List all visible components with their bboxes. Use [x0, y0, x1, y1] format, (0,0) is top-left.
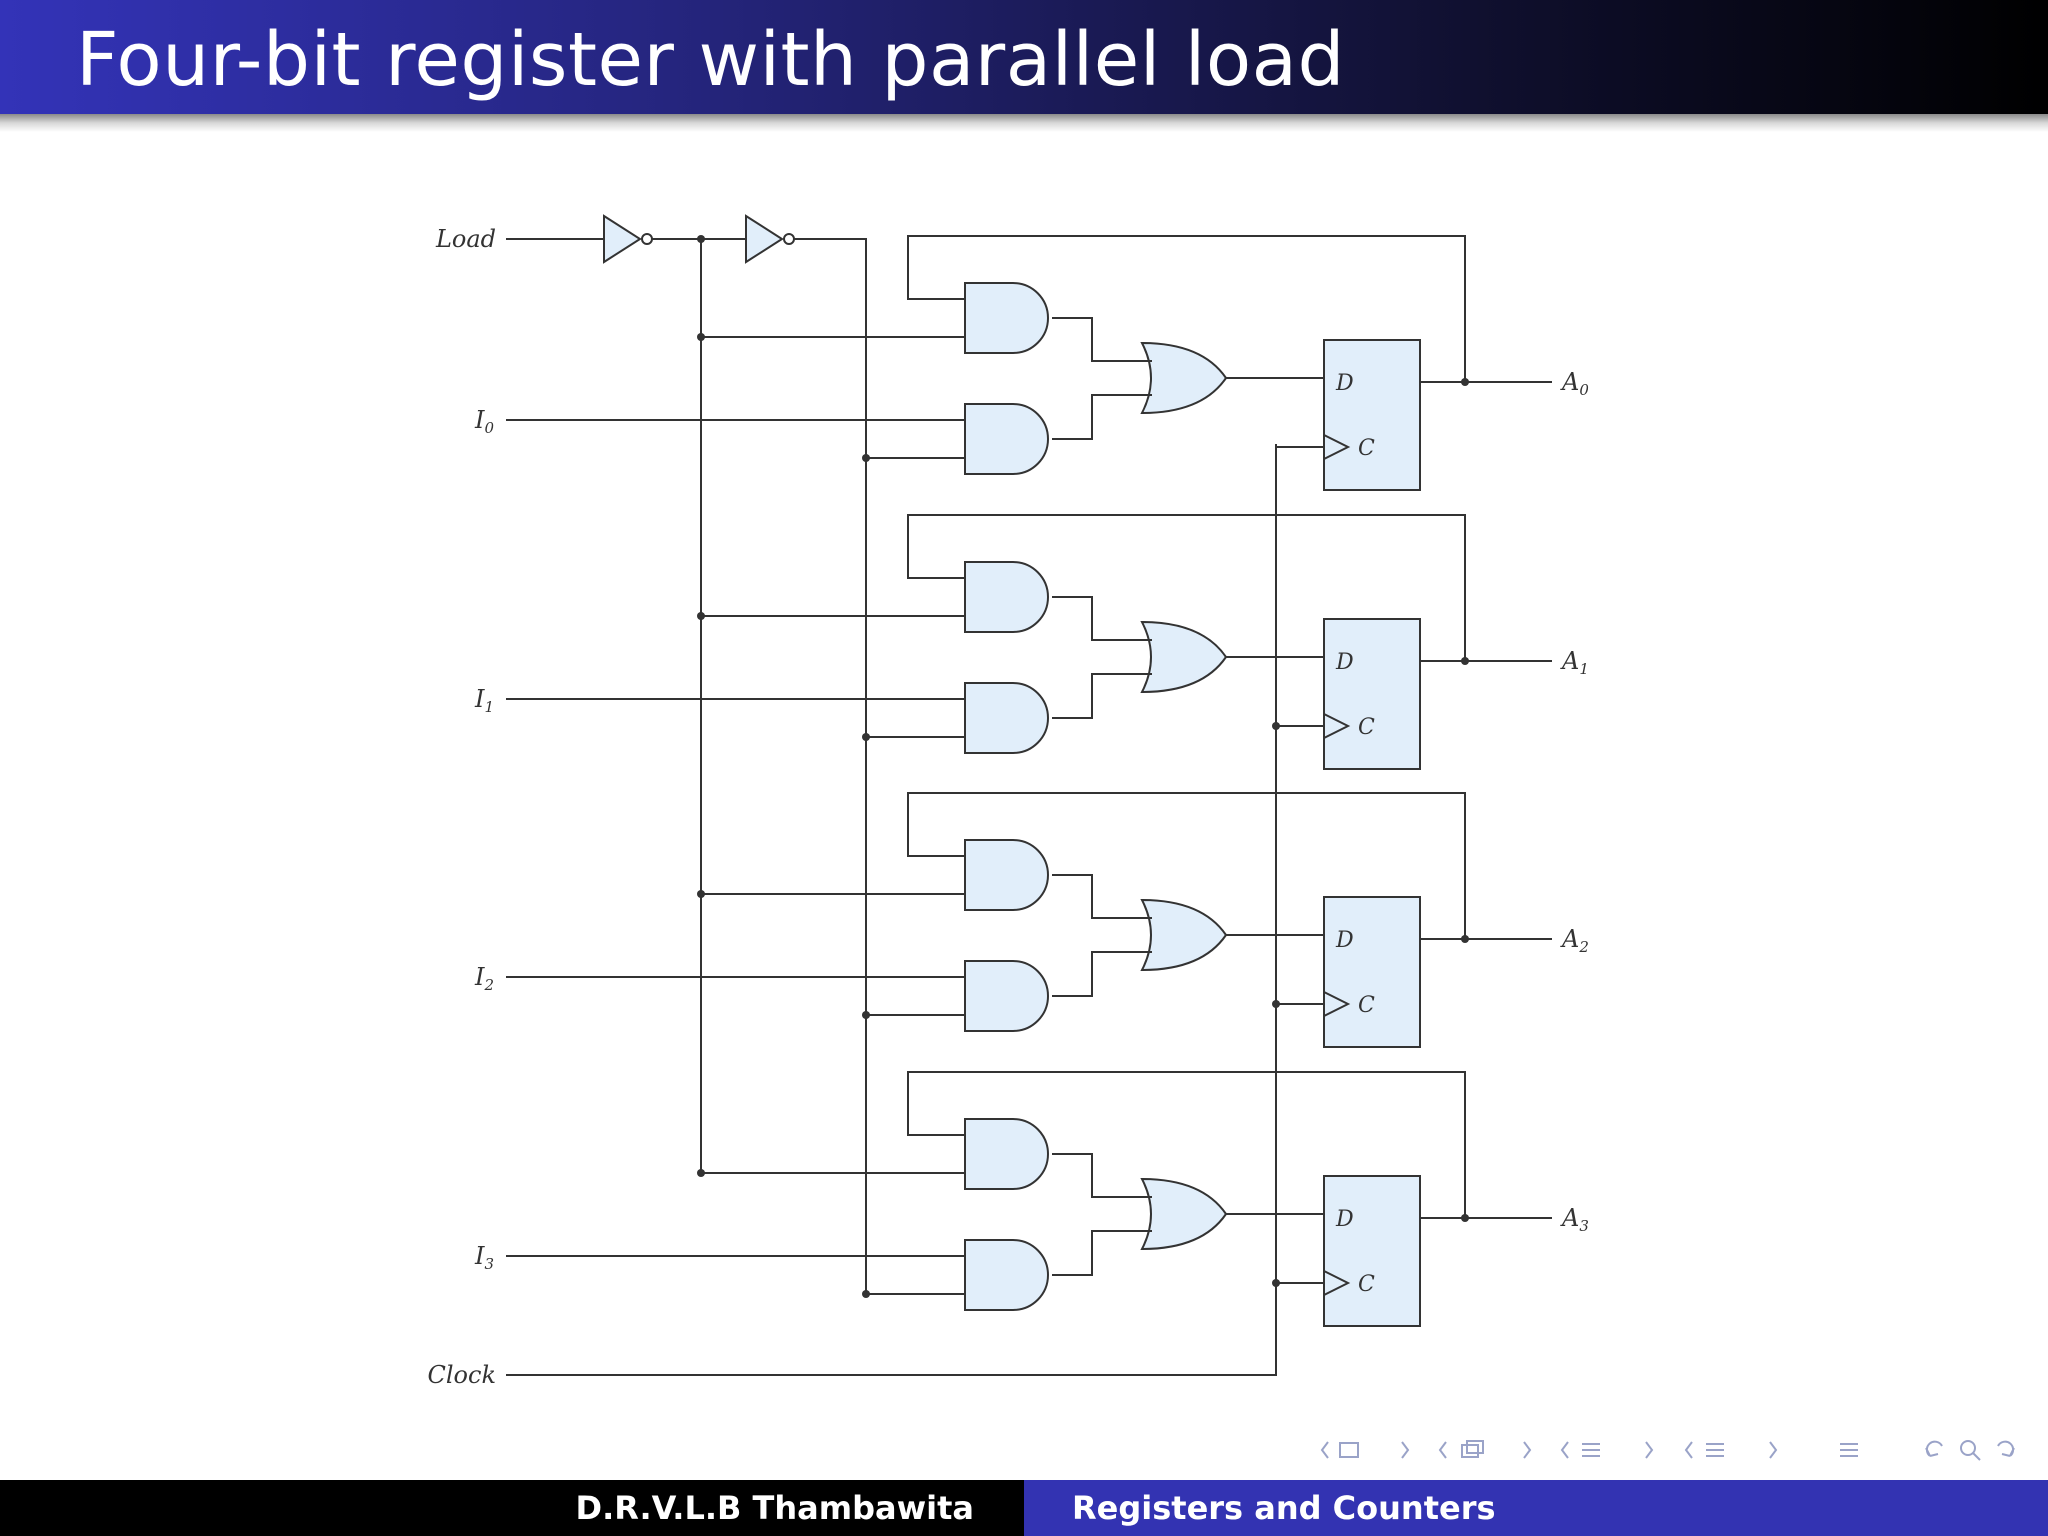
and-gate-load-2: [964, 960, 1049, 1032]
and-to-or-wire: [1052, 951, 1152, 997]
wire-junction: [1272, 1279, 1280, 1287]
output-label-a3: A3: [1560, 1204, 1589, 1235]
load-inverter-1: [603, 214, 653, 264]
nav-prev-arrow[interactable]: [1560, 1441, 1569, 1459]
wire-junction: [697, 1169, 705, 1177]
output-label-a2: A2: [1560, 925, 1589, 956]
and-gate-load-1: [964, 682, 1049, 754]
clock-label: Clock: [428, 1361, 496, 1389]
output-label-a0: A0: [1560, 368, 1589, 399]
and-gate-hold-3: [964, 1118, 1049, 1190]
beamer-navigation-bar: [1320, 1440, 2015, 1461]
align-icon[interactable]: [1840, 1443, 1858, 1457]
clock-edge-marker: [1323, 713, 1351, 739]
clock-edge-marker: [1323, 991, 1351, 1017]
and-gate-load-3: [964, 1239, 1049, 1311]
and-gate-hold-2: [964, 839, 1049, 911]
nav-next-arrow[interactable]: [1645, 1441, 1654, 1459]
nav-prev-arrow[interactable]: [1320, 1441, 1329, 1459]
load-label: Load: [435, 225, 496, 253]
input-label-i0: I0: [474, 406, 494, 437]
title-shadow: [0, 114, 2048, 132]
back-icon[interactable]: [1925, 1440, 1943, 1457]
footer-topic-panel: Registers and Counters: [1024, 1480, 2048, 1536]
nav-prev-arrow[interactable]: [1684, 1441, 1693, 1459]
wire-junction: [862, 454, 870, 462]
nav-prev-arrow[interactable]: [1438, 1441, 1447, 1459]
or-gate-3: [1140, 1177, 1228, 1251]
input-label-i2: I2: [474, 963, 494, 994]
clock-wire: [506, 444, 1277, 1376]
wire-junction: [862, 1290, 870, 1298]
or-gate-1: [1140, 620, 1228, 694]
and-to-or-wire: [1052, 1153, 1152, 1198]
feedback-wire: [907, 792, 1466, 939]
and-gate-hold-1: [964, 561, 1049, 633]
flip-flop-c-label: C: [1358, 436, 1375, 461]
slide-icon[interactable]: [1706, 1443, 1724, 1457]
wire-junction: [697, 890, 705, 898]
input-label-i3: I3: [474, 1242, 494, 1273]
subsection-icon[interactable]: [1461, 1440, 1484, 1458]
flip-flop-d-label: D: [1335, 371, 1354, 396]
slide-title: Four-bit register with parallel load: [76, 17, 1345, 103]
flip-flop-d-label: D: [1335, 650, 1354, 675]
and-gate-hold-0: [964, 282, 1049, 354]
feedback-wire: [907, 235, 1466, 382]
footer: D.R.V.L.B Thambawita Registers and Count…: [0, 1480, 2048, 1536]
clock-edge-marker: [1323, 1270, 1351, 1296]
feedback-wire: [907, 1071, 1466, 1218]
footer-author-panel: D.R.V.L.B Thambawita: [0, 1480, 1024, 1536]
frame-icon[interactable]: [1339, 1442, 1359, 1458]
footer-author: D.R.V.L.B Thambawita: [575, 1489, 974, 1527]
search-icon[interactable]: [1960, 1440, 1981, 1461]
and-to-or-wire: [1052, 673, 1152, 719]
wire-junction: [697, 333, 705, 341]
d-flip-flop-3: [1323, 1175, 1421, 1327]
footer-topic: Registers and Counters: [1072, 1489, 1496, 1527]
wire-junction: [862, 1011, 870, 1019]
and-to-or-wire: [1052, 394, 1152, 440]
d-flip-flop-1: [1323, 618, 1421, 770]
and-to-or-wire: [1052, 1230, 1152, 1276]
wire-junction: [862, 733, 870, 741]
flip-flop-c-label: C: [1358, 993, 1375, 1018]
nav-next-arrow[interactable]: [1523, 1441, 1532, 1459]
flip-flop-c-label: C: [1358, 1272, 1375, 1297]
nav-next-arrow[interactable]: [1769, 1441, 1778, 1459]
and-to-or-wire: [1052, 317, 1152, 362]
flip-flop-c-label: C: [1358, 715, 1375, 740]
flip-flop-d-label: D: [1335, 1207, 1354, 1232]
d-flip-flop-2: [1323, 896, 1421, 1048]
wire-junction: [697, 612, 705, 620]
and-gate-load-0: [964, 403, 1049, 475]
and-to-or-wire: [1052, 596, 1152, 641]
or-gate-0: [1140, 341, 1228, 415]
input-label-i1: I1: [474, 685, 494, 716]
nav-next-arrow[interactable]: [1401, 1441, 1410, 1459]
feedback-wire: [907, 514, 1466, 661]
load-buffered-wire: [794, 238, 867, 1291]
clock-edge-marker: [1323, 434, 1351, 460]
load-inverter-2: [745, 214, 795, 264]
wire-junction: [1272, 722, 1280, 730]
d-flip-flop-0: [1323, 339, 1421, 491]
output-label-a1: A1: [1560, 647, 1589, 678]
and-to-or-wire: [1052, 874, 1152, 919]
or-gate-2: [1140, 898, 1228, 972]
section-icon[interactable]: [1582, 1443, 1600, 1457]
wire-junction: [1272, 1000, 1280, 1008]
title-bar: Four-bit register with parallel load: [0, 0, 2048, 114]
flip-flop-d-label: D: [1335, 928, 1354, 953]
back-icon[interactable]: [1997, 1440, 2015, 1457]
